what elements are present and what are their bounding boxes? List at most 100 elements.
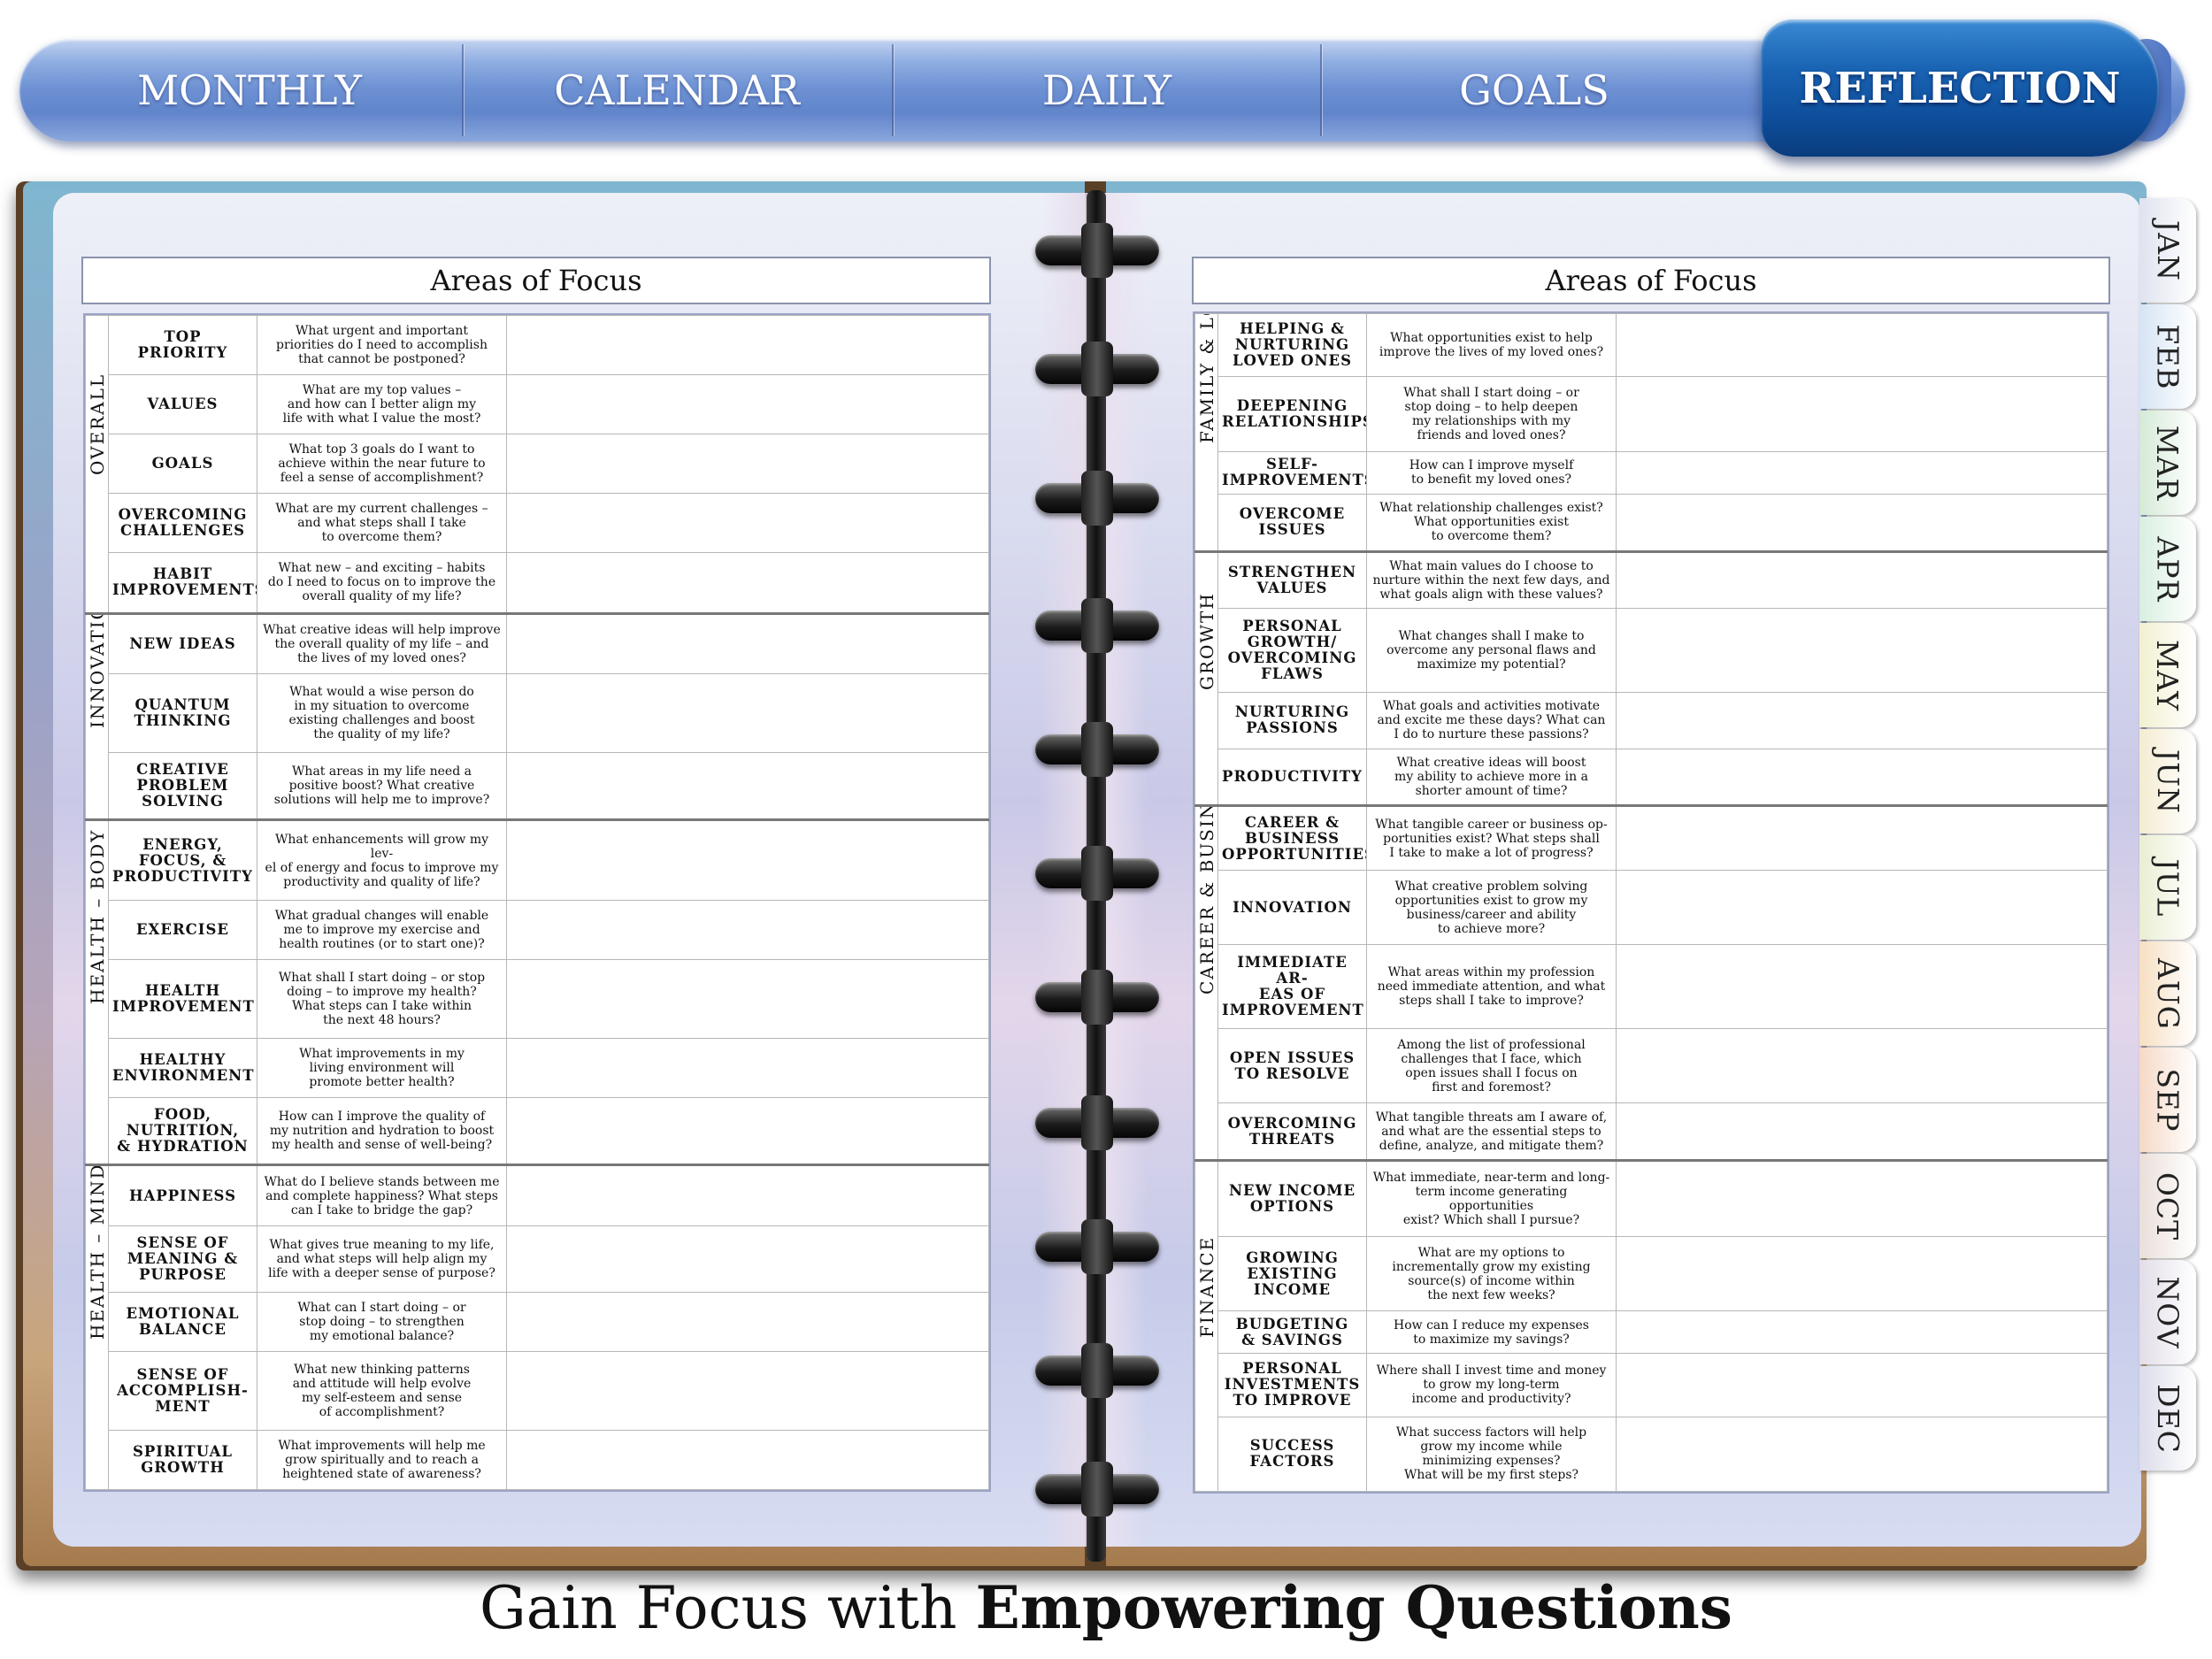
focus-question: What relationship challenges exist? What…: [1366, 493, 1617, 552]
answer-field[interactable]: [1616, 944, 2108, 1030]
category-cell: HEALTH – BODY: [85, 818, 109, 1166]
answer-field[interactable]: [506, 552, 989, 614]
answer-field[interactable]: [506, 1225, 989, 1293]
answer-field[interactable]: [506, 899, 989, 960]
focus-topic: OPEN ISSUES TO RESOLVE: [1217, 1028, 1367, 1104]
answer-field[interactable]: [1616, 493, 2108, 552]
answer-field[interactable]: [1616, 692, 2108, 749]
answer-field[interactable]: [506, 314, 989, 376]
category-cell: FAMILY & LOVED ONES: [1194, 313, 1218, 552]
answer-field[interactable]: [506, 434, 989, 495]
focus-question: How can I improve myself to benefit my l…: [1366, 450, 1617, 495]
answer-field[interactable]: [506, 1291, 989, 1352]
answer-field[interactable]: [506, 1164, 989, 1226]
category-label: GROWTH: [1196, 592, 1217, 690]
answer-field[interactable]: [506, 1037, 989, 1098]
category-label: CAREER & BUSINESS: [1196, 805, 1217, 995]
focus-question: What top 3 goals do I want to achieve wi…: [257, 434, 507, 495]
answer-field[interactable]: [506, 818, 989, 901]
answer-field[interactable]: [1616, 1416, 2108, 1493]
focus-question: What improvements will help me grow spir…: [257, 1429, 507, 1491]
answer-field[interactable]: [506, 374, 989, 435]
answer-field[interactable]: [1616, 549, 2108, 610]
focus-topic: NEW INCOME OPTIONS: [1217, 1159, 1367, 1237]
answer-field[interactable]: [1616, 870, 2108, 946]
answer-field[interactable]: [506, 1096, 989, 1166]
month-tab-label: OCT: [2150, 1171, 2185, 1240]
answer-field[interactable]: [1616, 312, 2108, 378]
focus-topic: PERSONAL INVESTMENTS TO IMPROVE: [1217, 1353, 1367, 1417]
category-label: INNOVATION: [87, 613, 108, 728]
answer-field[interactable]: [506, 1429, 989, 1491]
answer-field[interactable]: [1616, 804, 2108, 872]
binder-ring: [1035, 1219, 1159, 1274]
nav-tab-daily[interactable]: DAILY: [1041, 66, 1172, 114]
answer-field[interactable]: [506, 751, 989, 821]
category-label: HEALTH – MIND & SOUL: [87, 1164, 108, 1340]
month-tab-may[interactable]: MAY: [2139, 623, 2196, 727]
answer-field[interactable]: [506, 611, 989, 674]
category-label: FINANCE: [1196, 1236, 1217, 1339]
focus-question: What new thinking patterns and attitude …: [257, 1350, 507, 1431]
answer-field[interactable]: [1616, 1028, 2108, 1104]
answer-field[interactable]: [1616, 1159, 2108, 1237]
focus-topic: NEW IDEAS: [108, 611, 257, 674]
month-tab-aug[interactable]: AUG: [2139, 941, 2196, 1046]
month-tab-jul[interactable]: JUL: [2139, 835, 2196, 940]
nav-tab-goals[interactable]: GOALS: [1459, 66, 1609, 114]
answer-field[interactable]: [1616, 1102, 2108, 1162]
right-areas-of-focus-title: Areas of Focus: [1192, 257, 2110, 304]
answer-field[interactable]: [1616, 376, 2108, 452]
answer-field[interactable]: [1616, 608, 2108, 694]
focus-question: What new – and exciting – habits do I ne…: [257, 552, 507, 614]
focus-topic: SELF- IMPROVEMENTS: [1217, 450, 1367, 495]
month-tab-nov[interactable]: NOV: [2139, 1260, 2196, 1364]
binder-ring: [1035, 970, 1159, 1025]
month-tab-dec[interactable]: DEC: [2139, 1366, 2196, 1471]
focus-topic: HEALTH IMPROVEMENT: [108, 958, 257, 1039]
answer-field[interactable]: [506, 958, 989, 1039]
month-tab-sep[interactable]: SEP: [2139, 1048, 2196, 1152]
month-tab-label: JAN: [2150, 219, 2185, 281]
focus-question: What would a wise person do in my situat…: [257, 672, 507, 753]
answer-field[interactable]: [1616, 1353, 2108, 1417]
answer-field[interactable]: [506, 1350, 989, 1431]
answer-field[interactable]: [1616, 1235, 2108, 1312]
answer-field[interactable]: [506, 493, 989, 554]
nav-divider: [1320, 44, 1322, 136]
nav-tab-calendar[interactable]: CALENDAR: [554, 66, 800, 114]
nav-tab-reflection[interactable]: REFLECTION: [1761, 19, 2159, 157]
focus-topic: SUCCESS FACTORS: [1217, 1416, 1367, 1493]
month-tab-oct[interactable]: OCT: [2139, 1154, 2196, 1258]
answer-field[interactable]: [1616, 450, 2108, 495]
focus-topic: ENERGY, FOCUS, & PRODUCTIVITY: [108, 818, 257, 901]
focus-topic: PRODUCTIVITY: [1217, 748, 1367, 807]
month-tab-jan[interactable]: JAN: [2139, 198, 2196, 303]
focus-question: What main values do I choose to nurture …: [1366, 549, 1617, 610]
focus-topic: OVERCOME ISSUES: [1217, 493, 1367, 552]
focus-question: What enhancements will grow my lev- el o…: [257, 818, 507, 901]
answer-field[interactable]: [506, 672, 989, 753]
month-tab-feb[interactable]: FEB: [2139, 304, 2196, 409]
binder-ring: [1035, 722, 1159, 777]
month-tab-mar[interactable]: MAR: [2139, 411, 2196, 515]
nav-tab-monthly[interactable]: MONTHLY: [137, 66, 362, 114]
answer-field[interactable]: [1616, 748, 2108, 807]
month-tab-apr[interactable]: APR: [2139, 517, 2196, 621]
focus-topic: DEEPENING RELATIONSHIPS: [1217, 376, 1367, 452]
focus-topic: HELPING & NURTURING LOVED ONES: [1217, 312, 1367, 378]
focus-topic: TOP PRIORITY: [108, 314, 257, 376]
month-tab-jun[interactable]: JUN: [2139, 729, 2196, 833]
answer-field[interactable]: [1616, 1310, 2108, 1355]
